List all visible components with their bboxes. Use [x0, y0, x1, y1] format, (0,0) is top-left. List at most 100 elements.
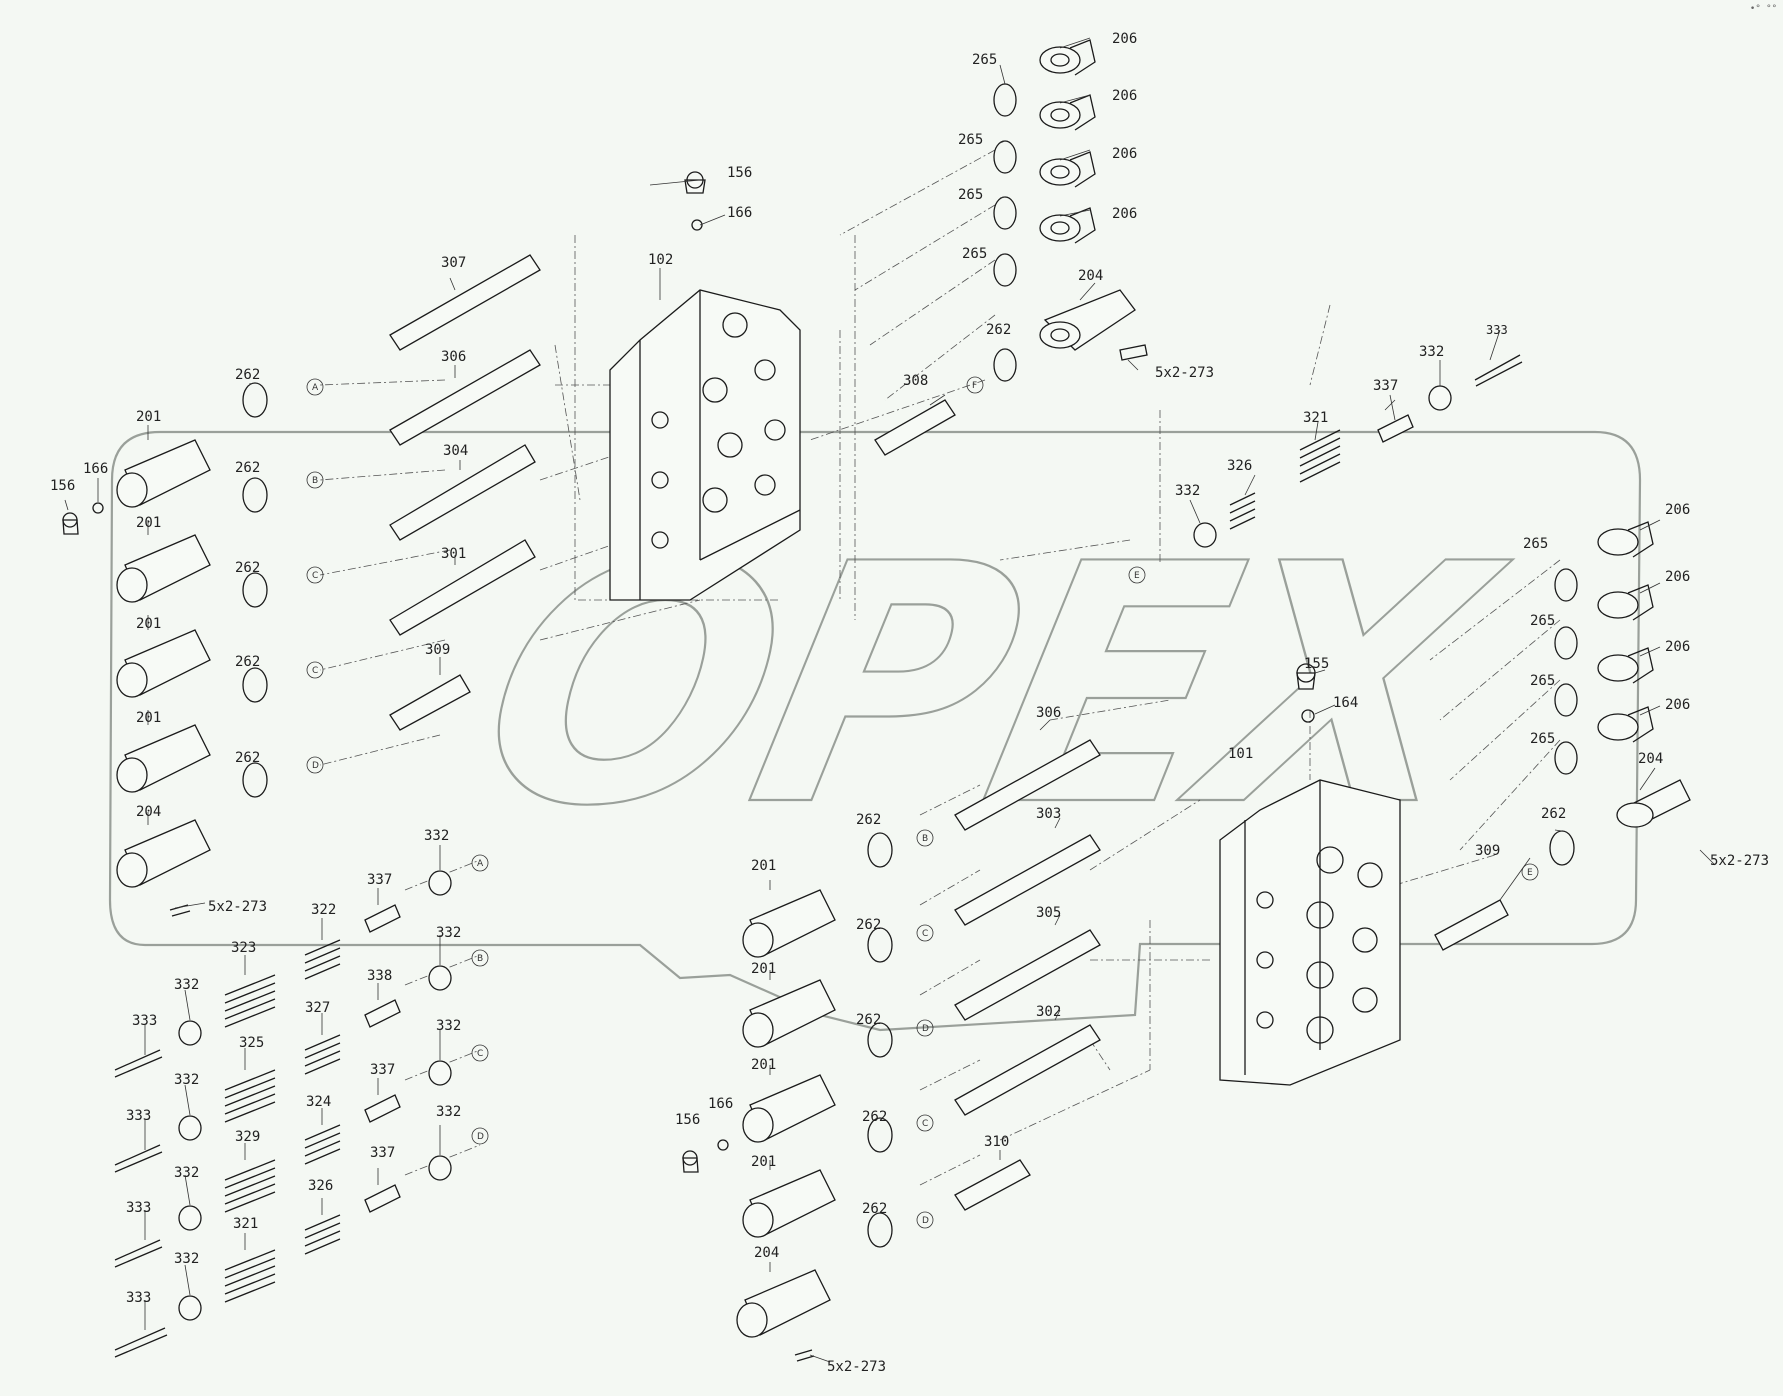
part-label: 309 — [1475, 843, 1500, 859]
part-label: 265 — [1530, 673, 1555, 689]
part-label: 102 — [648, 252, 673, 268]
part-label: 326 — [1227, 458, 1252, 474]
part-label: 206 — [1112, 206, 1137, 222]
part-label: 337 — [367, 872, 392, 888]
part-label: 262 — [986, 322, 1011, 338]
part-label: 201 — [136, 616, 161, 632]
circle-letter: D — [922, 1216, 929, 1226]
part-number-labels: 206 206 206 206 265 265 265 265 156 166 … — [50, 31, 1769, 1375]
part-label: 265 — [958, 132, 983, 148]
part-label: 332 — [1419, 344, 1444, 360]
part-label: 166 — [83, 461, 108, 477]
part-label: 262 — [856, 1012, 881, 1028]
part-label: 306 — [441, 349, 466, 365]
part-label: 332 — [174, 1072, 199, 1088]
part-label: 262 — [1541, 806, 1566, 822]
part-label: 337 — [370, 1062, 395, 1078]
part-label: 333 — [1486, 323, 1508, 337]
circled-letter-texts: A B C C D F E A B C D B C D C D E — [312, 381, 1533, 1226]
part-label: 166 — [727, 205, 752, 221]
part-label: 332 — [1175, 483, 1200, 499]
circle-letter: B — [312, 476, 318, 486]
part-label: 303 — [1036, 806, 1061, 822]
part-label: 262 — [235, 460, 260, 476]
circle-letter: F — [972, 381, 977, 391]
part-label: 333 — [126, 1290, 151, 1306]
part-label: 201 — [751, 1057, 776, 1073]
part-label: 5x2-273 — [208, 899, 267, 915]
part-label: 262 — [235, 560, 260, 576]
part-label: 321 — [1303, 410, 1328, 426]
part-label: 322 — [311, 902, 336, 918]
circle-letter: C — [477, 1049, 483, 1059]
corner-mark: •° °° — [1749, 4, 1777, 14]
part-label: 201 — [136, 409, 161, 425]
part-label: 5x2-273 — [1155, 365, 1214, 381]
part-label: 310 — [984, 1134, 1009, 1150]
part-label: 305 — [1036, 905, 1061, 921]
valve-body-101 — [1219, 779, 1401, 1086]
part-label: 304 — [443, 443, 468, 459]
part-label: 338 — [367, 968, 392, 984]
leader-lines — [319, 149, 1561, 1186]
flanges-206-right — [1554, 521, 1654, 775]
circle-letter: A — [312, 383, 319, 393]
part-label: 201 — [751, 1154, 776, 1170]
circle-letter: B — [922, 834, 928, 844]
part-label: 332 — [174, 977, 199, 993]
part-label: 333 — [126, 1108, 151, 1124]
part-label: 337 — [1373, 378, 1398, 394]
part-label: 201 — [751, 858, 776, 874]
circle-letter: D — [922, 1024, 929, 1034]
circle-letter: C — [312, 666, 318, 676]
part-label: 156 — [50, 478, 75, 494]
part-label: 206 — [1112, 146, 1137, 162]
part-label: 265 — [972, 52, 997, 68]
part-label: 201 — [136, 710, 161, 726]
part-label: 204 — [1078, 268, 1103, 284]
part-label: 262 — [235, 654, 260, 670]
part-label: 262 — [856, 812, 881, 828]
circle-letter: C — [922, 929, 928, 939]
part-label: 265 — [962, 246, 987, 262]
part-label: 306 — [1036, 705, 1061, 721]
part-label: 321 — [233, 1216, 258, 1232]
part-label: 332 — [436, 1018, 461, 1034]
valve-body-102 — [609, 289, 801, 601]
part-label: 201 — [136, 515, 161, 531]
part-label: 329 — [235, 1129, 260, 1145]
part-label: 301 — [441, 546, 466, 562]
part-label: 332 — [174, 1251, 199, 1267]
part-label: 155 — [1304, 656, 1329, 672]
part-label: 309 — [425, 642, 450, 658]
flanges-206-top — [1039, 39, 1096, 244]
part-label: 156 — [727, 165, 752, 181]
part-label: 327 — [305, 1000, 330, 1016]
circle-letter: D — [312, 761, 319, 771]
part-label: 262 — [856, 917, 881, 933]
part-label: 332 — [436, 1104, 461, 1120]
part-label: 302 — [1036, 1004, 1061, 1020]
part-label: 262 — [862, 1201, 887, 1217]
part-label: 324 — [306, 1094, 331, 1110]
part-label: 206 — [1665, 569, 1690, 585]
springs — [224, 429, 1341, 1303]
part-label: 265 — [1530, 613, 1555, 629]
part-label: 101 — [1228, 746, 1253, 762]
part-label: 166 — [708, 1096, 733, 1112]
part-label: 156 — [675, 1112, 700, 1128]
part-label: 5x2-273 — [827, 1359, 886, 1375]
part-label: 326 — [308, 1178, 333, 1194]
cover-204-top — [1039, 289, 1148, 361]
part-label: 262 — [235, 367, 260, 383]
part-label: 332 — [424, 828, 449, 844]
circle-letter: C — [312, 571, 318, 581]
circle-letter: C — [922, 1119, 928, 1129]
seats-sleeves-bolts — [114, 354, 1523, 1362]
part-label: 323 — [231, 940, 256, 956]
label-leaders — [64, 37, 1716, 1363]
o-rings-262 — [242, 382, 1575, 1248]
part-label: 333 — [132, 1013, 157, 1029]
